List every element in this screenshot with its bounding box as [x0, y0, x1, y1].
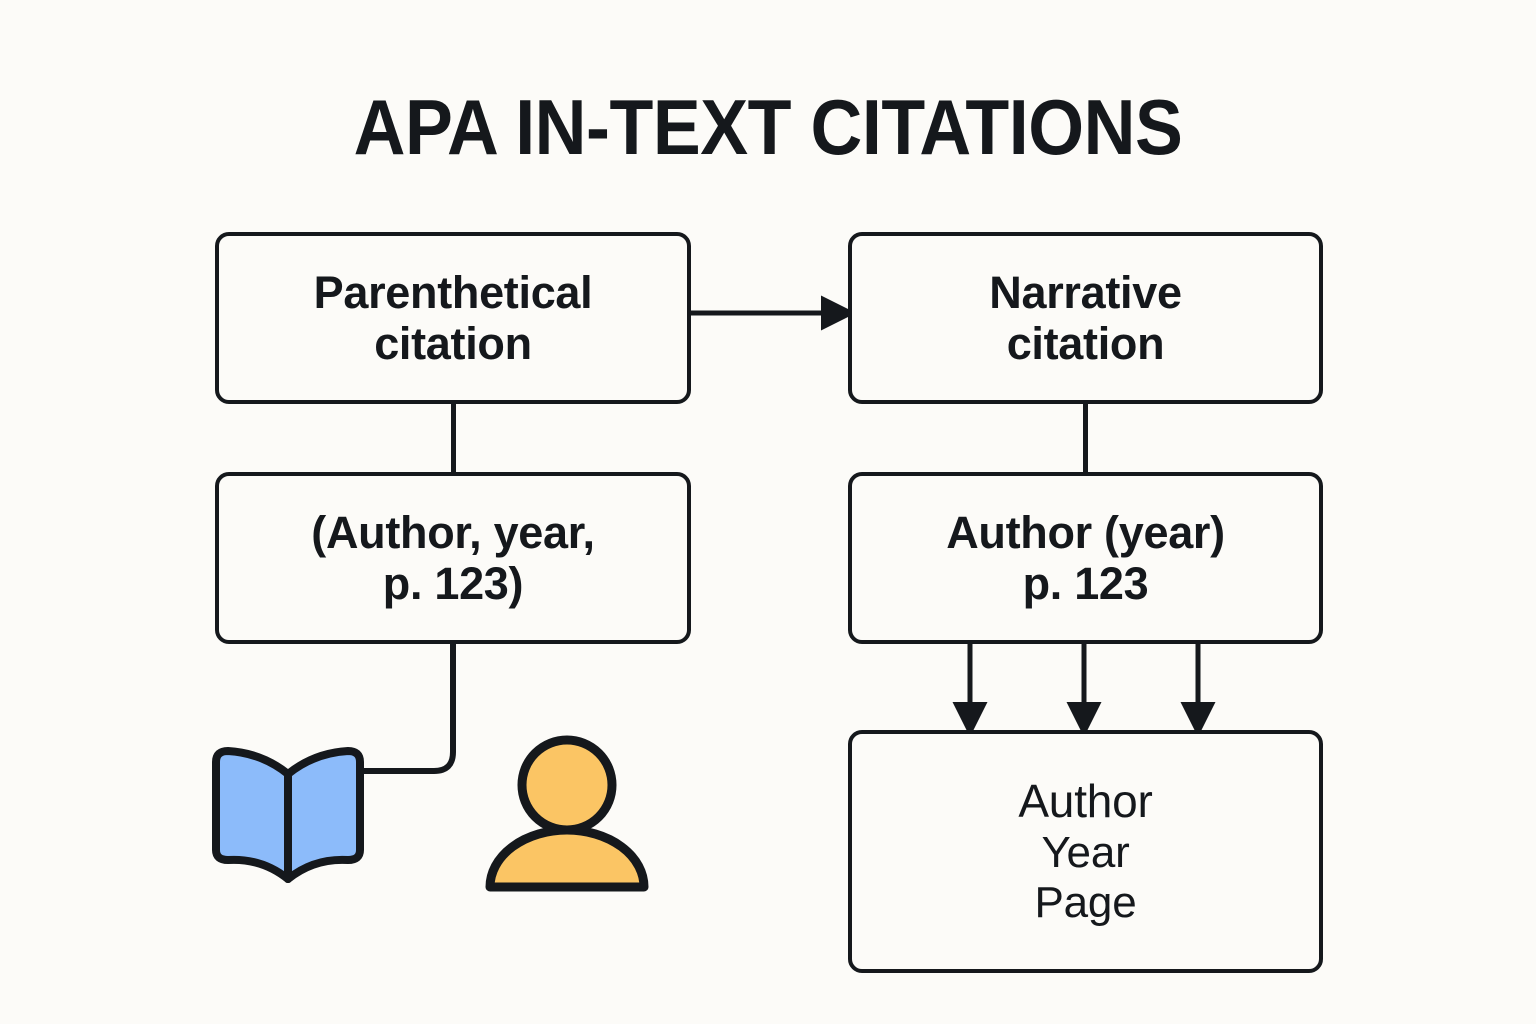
node-line: Narrative	[989, 266, 1182, 318]
node-line: citation	[374, 318, 532, 369]
node-line: p. 123	[1022, 558, 1149, 609]
node-parenthetical-example[interactable]: (Author, year, p. 123)	[215, 472, 691, 644]
node-parenthetical-citation[interactable]: Parenthetical citation	[215, 232, 691, 404]
node-narrative-citation[interactable]: Narrative citation	[848, 232, 1323, 404]
parenthetical-to-example-link	[451, 401, 456, 474]
node-citation-elements[interactable]: Author Year Page	[848, 730, 1323, 973]
node-line: Author	[1018, 775, 1153, 828]
person-icon	[485, 735, 649, 892]
narrative-to-example-link	[1083, 401, 1088, 474]
page-title: APA IN-TEXT CITATIONS	[353, 83, 1183, 171]
node-line: Parenthetical	[313, 266, 593, 318]
node-line: (Author, year,	[311, 506, 595, 558]
node-line: p. 123)	[382, 558, 524, 609]
open-book-icon	[212, 747, 364, 883]
node-line: Page	[1034, 877, 1137, 927]
node-narrative-example[interactable]: Author (year) p. 123	[848, 472, 1323, 644]
node-line: Author (year)	[946, 506, 1225, 558]
node-line: citation	[1006, 318, 1165, 369]
node-line: Year	[1041, 827, 1130, 877]
